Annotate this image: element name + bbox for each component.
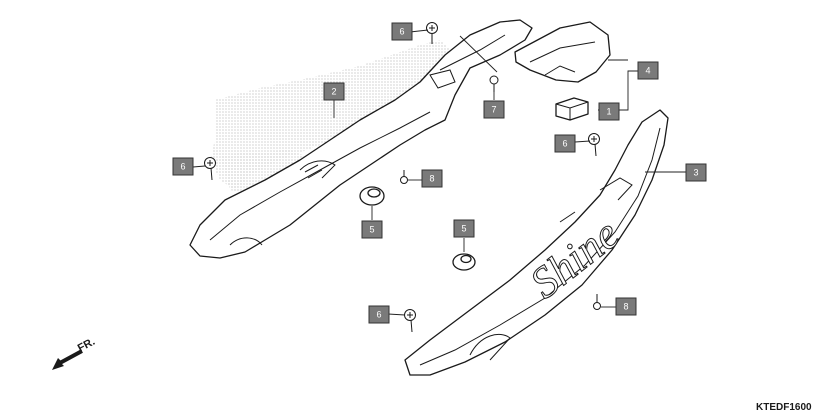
callout-5-lower: 5 bbox=[453, 219, 475, 238]
callout-3: 3 bbox=[685, 163, 707, 182]
svg-text:8: 8 bbox=[429, 174, 434, 184]
screw-6-right bbox=[588, 133, 600, 157]
rear-center-cowl bbox=[189, 19, 533, 259]
svg-text:6: 6 bbox=[376, 310, 381, 320]
grommet-upper bbox=[359, 186, 385, 206]
screw-8-lower bbox=[593, 294, 601, 310]
cap-block bbox=[555, 97, 589, 121]
svg-text:3: 3 bbox=[693, 168, 698, 178]
rear-cap bbox=[514, 21, 611, 83]
callout-6-top: 6 bbox=[391, 22, 413, 41]
svg-text:2: 2 bbox=[331, 87, 336, 97]
svg-text:8: 8 bbox=[623, 302, 628, 312]
svg-text:4: 4 bbox=[645, 66, 650, 76]
svg-text:1: 1 bbox=[606, 107, 611, 117]
callout-6-left: 6 bbox=[172, 157, 194, 176]
drawing-code: KTEDF1600 bbox=[756, 402, 812, 413]
callout-8-upper: 8 bbox=[421, 169, 443, 188]
screw-7 bbox=[489, 75, 499, 92]
callout-6-bottom: 6 bbox=[368, 305, 390, 324]
callout-7: 7 bbox=[483, 100, 505, 119]
callout-2: 2 bbox=[323, 82, 345, 101]
callout-4: 4 bbox=[637, 61, 659, 80]
svg-text:6: 6 bbox=[399, 27, 404, 37]
front-label: FR. bbox=[76, 336, 97, 355]
grommet-lower bbox=[452, 253, 476, 271]
screw-8-upper bbox=[400, 170, 408, 184]
screw-6-top bbox=[426, 22, 438, 44]
svg-text:7: 7 bbox=[491, 105, 496, 115]
svg-text:6: 6 bbox=[180, 162, 185, 172]
front-direction-arrow: FR. bbox=[52, 336, 97, 370]
screw-6-bottom bbox=[404, 309, 416, 333]
callout-1: 1 bbox=[598, 102, 620, 121]
callout-6-right: 6 bbox=[554, 134, 576, 153]
callout-5-upper: 5 bbox=[361, 220, 383, 239]
svg-text:5: 5 bbox=[369, 225, 374, 235]
svg-text:6: 6 bbox=[562, 139, 567, 149]
callout-8-lower: 8 bbox=[615, 297, 637, 316]
right-side-cover: Shine bbox=[404, 109, 669, 376]
svg-text:5: 5 bbox=[461, 224, 466, 234]
screw-6-left bbox=[204, 157, 216, 181]
